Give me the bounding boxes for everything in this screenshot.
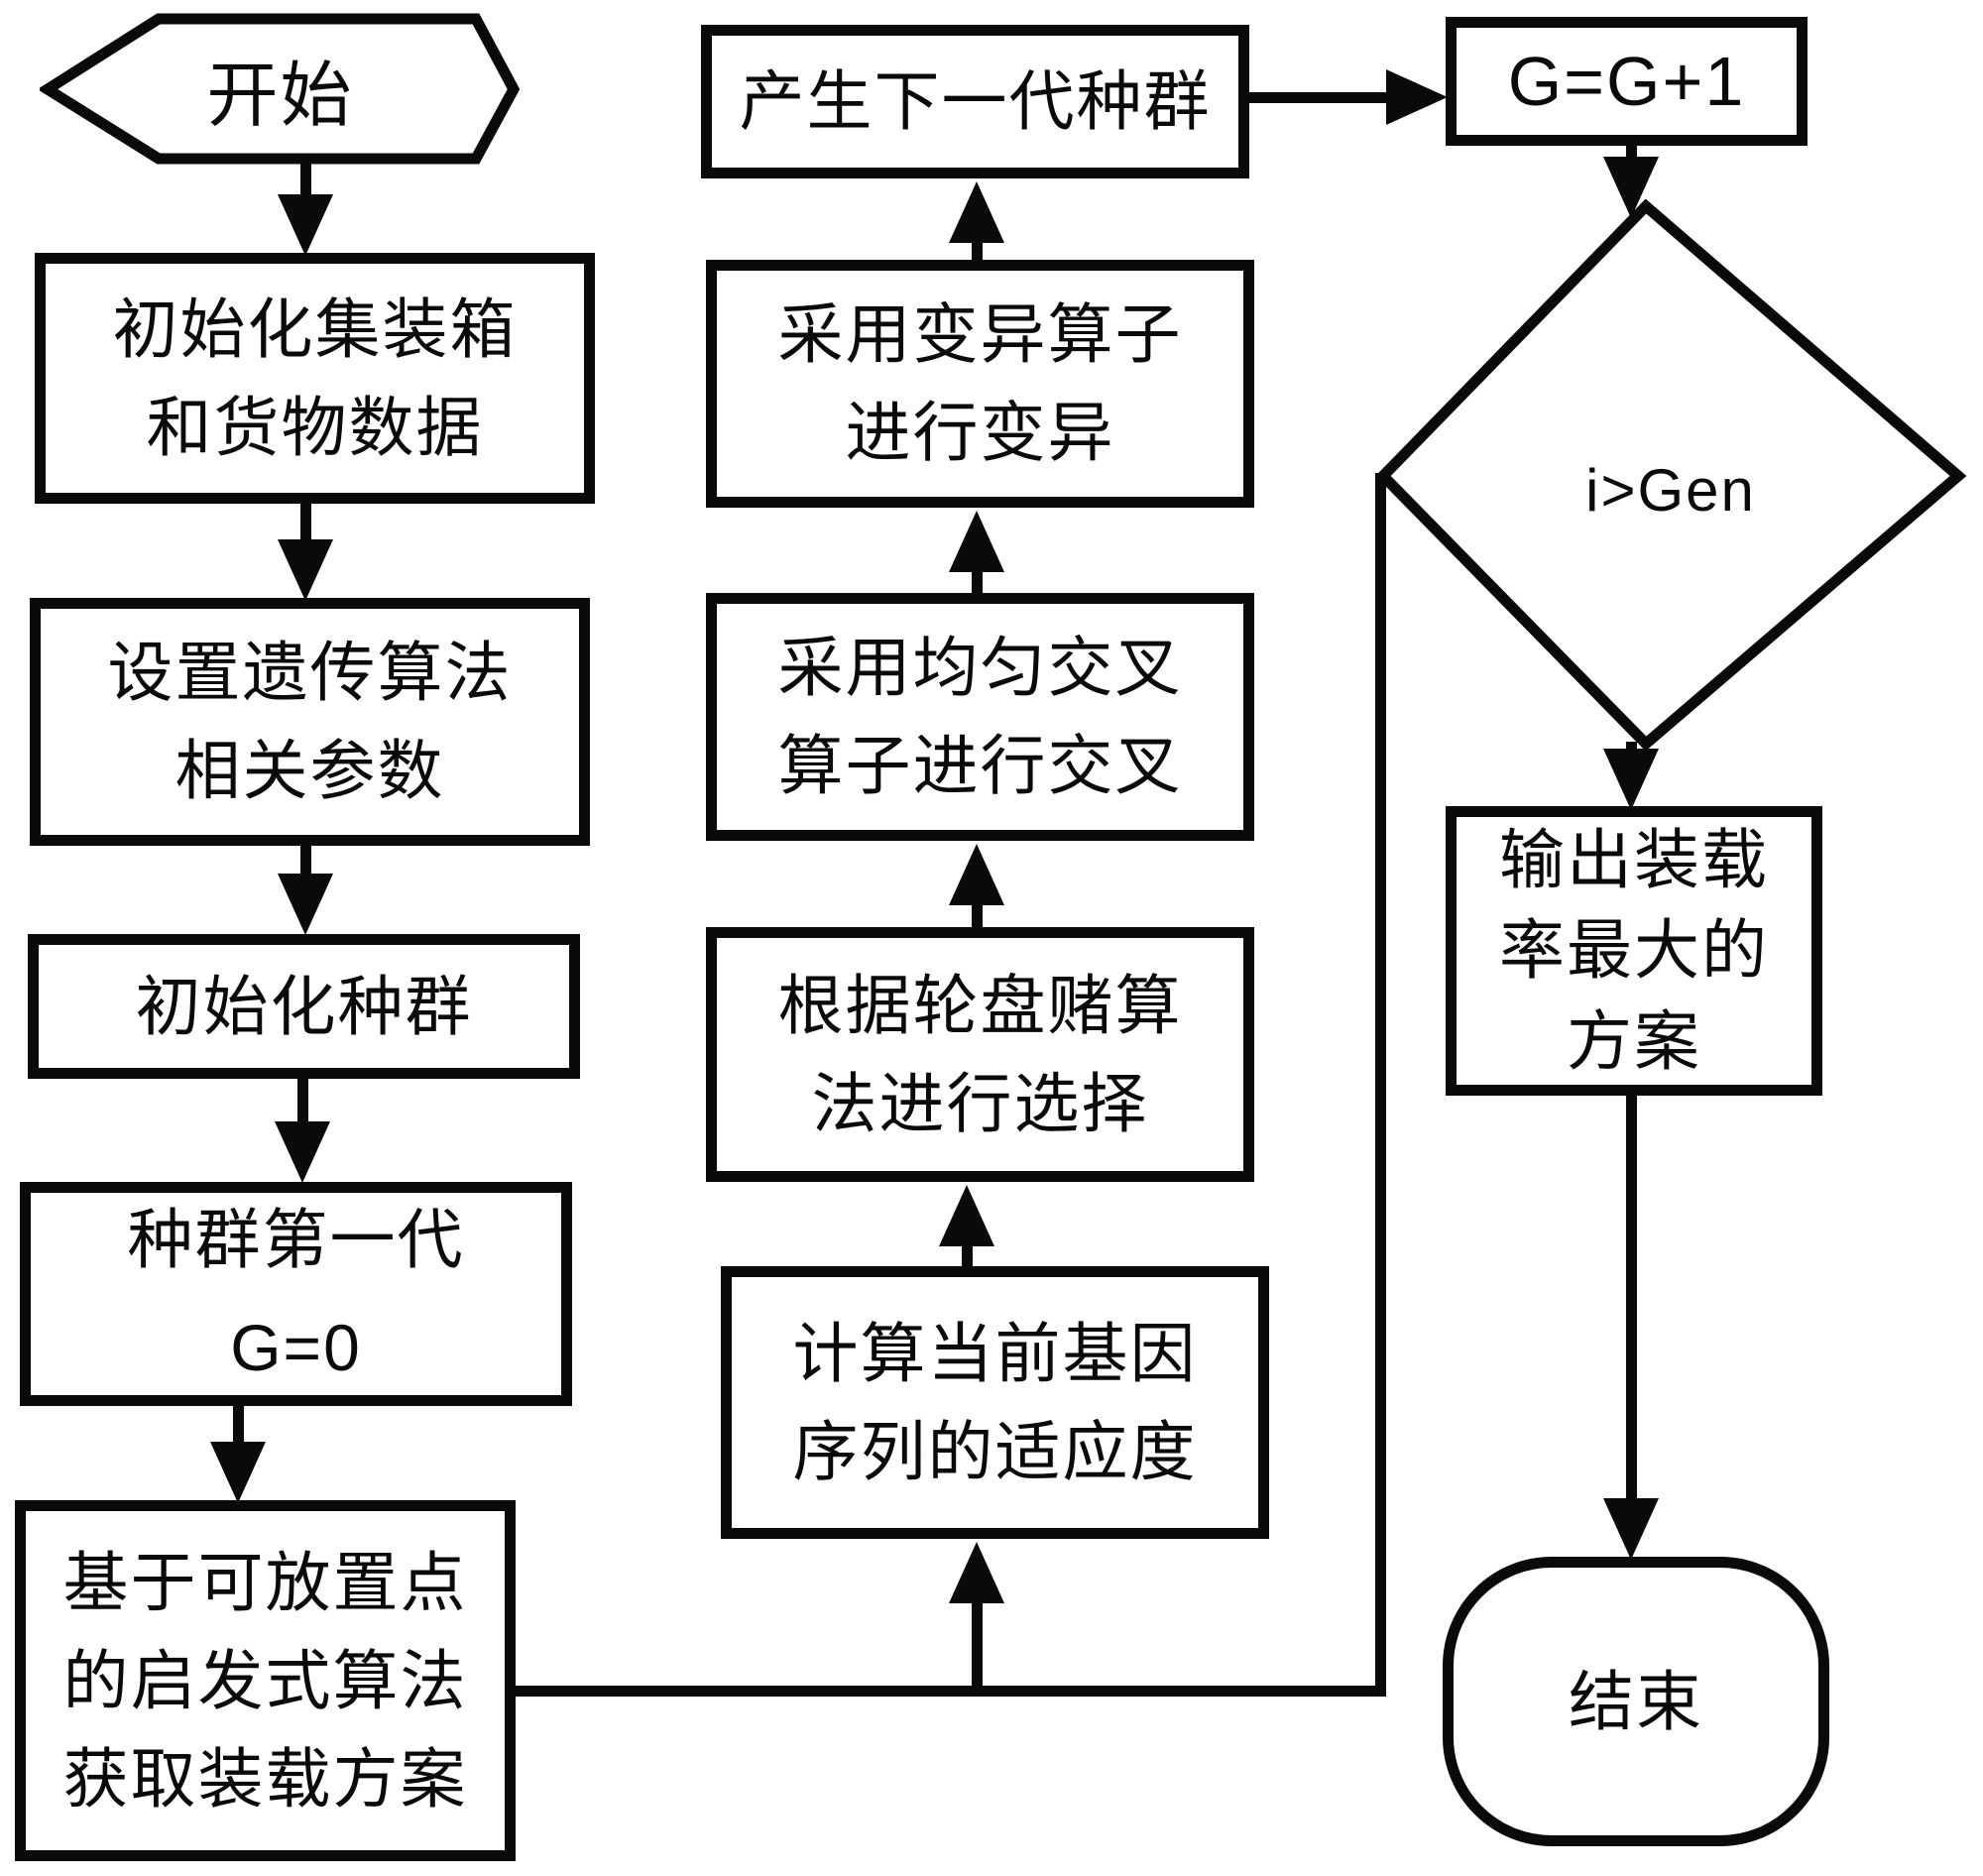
- mutation-label: 采用变异算子 进行变异: [777, 297, 1183, 469]
- fitness-node: 计算当前基因 序列的适应度: [721, 1266, 1269, 1539]
- selection-label: 根据轮盘赌算 法进行选择: [777, 968, 1183, 1140]
- arrow-selection-to-crossover-shaft: [972, 900, 983, 929]
- next-gen-label: 产生下一代种群: [739, 64, 1212, 138]
- init-pop-label: 初始化种群: [135, 969, 473, 1043]
- arrow-next-gen-to-increment-shaft: [1247, 92, 1388, 103]
- decision-label: i>Gen: [1585, 456, 1756, 524]
- arrow-init-data-to-set-params-head: [278, 539, 333, 601]
- arrow-first-gen-to-heuristic-shaft: [233, 1404, 244, 1446]
- arrow-fitness-to-selection-shaft: [962, 1241, 973, 1268]
- set-params-node: 设置遗传算法 相关参数: [30, 598, 590, 846]
- arrow-init-pop-to-first-gen-head: [275, 1121, 330, 1183]
- set-params-label: 设置遗传算法 相关参数: [107, 636, 513, 807]
- heuristic-label: 基于可放置点 的启发式算法 获取装载方案: [62, 1545, 468, 1816]
- end-node: 结束: [1443, 1557, 1829, 1846]
- increment-label: G=G+1: [1507, 42, 1746, 120]
- init-pop-node: 初始化种群: [28, 934, 580, 1079]
- first-gen-label: 种群第一代 G=0: [127, 1203, 465, 1384]
- arrow-loop-to-fitness-head: [949, 1542, 1004, 1603]
- arrow-crossover-to-mutation-shaft: [972, 567, 983, 595]
- end-label: 结束: [1569, 1664, 1703, 1738]
- init-data-label: 初始化集装箱 和货物数据: [112, 292, 518, 464]
- mutation-node: 采用变异算子 进行变异: [706, 260, 1254, 508]
- output-node: 输出装载 率最大的 方案: [1446, 806, 1822, 1096]
- arrow-start-to-init-data-shaft: [300, 163, 311, 200]
- diamond-shape: [1375, 198, 1967, 752]
- arrow-next-gen-to-increment-head: [1386, 69, 1448, 125]
- feedback-horizontal-line: [514, 1686, 1386, 1697]
- arrow-crossover-to-mutation-head: [949, 511, 1004, 572]
- arrow-increment-to-decision-head: [1603, 157, 1659, 218]
- init-data-node: 初始化集装箱 和货物数据: [35, 253, 595, 504]
- feedback-vertical-line: [1375, 473, 1386, 1697]
- arrow-start-to-init-data-head: [278, 194, 333, 256]
- hexagon-shape: [40, 13, 521, 165]
- heuristic-node: 基于可放置点 的启发式算法 获取装载方案: [15, 1500, 516, 1861]
- arrow-output-to-end-shaft: [1626, 1094, 1637, 1500]
- arrow-output-to-end-head: [1603, 1498, 1659, 1560]
- output-label: 输出装载 率最大的 方案: [1499, 823, 1769, 1078]
- decision-node: i>Gen: [1373, 198, 1968, 752]
- first-gen-node: 种群第一代 G=0: [20, 1182, 572, 1406]
- arrow-increment-to-decision-shaft: [1626, 144, 1637, 164]
- selection-node: 根据轮盘赌算 法进行选择: [706, 927, 1254, 1182]
- arrow-loop-to-fitness-shaft: [972, 1598, 983, 1693]
- crossover-node: 采用均匀交叉 算子进行交叉: [706, 593, 1254, 841]
- arrow-mutation-to-next-gen-head: [949, 181, 1004, 243]
- arrow-first-gen-to-heuristic-head: [210, 1442, 266, 1503]
- crossover-label: 采用均匀交叉 算子进行交叉: [777, 631, 1183, 802]
- increment-node: G=G+1: [1446, 17, 1808, 146]
- arrow-fitness-to-selection-head: [939, 1185, 994, 1246]
- arrow-set-params-to-init-pop-head: [278, 874, 333, 935]
- start-node: 开始: [40, 12, 521, 166]
- arrow-init-data-to-set-params-shaft: [300, 502, 311, 543]
- arrow-mutation-to-next-gen-shaft: [972, 238, 983, 262]
- start-label: 开始: [206, 57, 354, 136]
- fitness-label: 计算当前基因 序列的适应度: [792, 1316, 1198, 1488]
- arrow-set-params-to-init-pop-shaft: [300, 844, 311, 878]
- arrow-init-pop-to-first-gen-shaft: [297, 1077, 308, 1124]
- arrow-selection-to-crossover-head: [949, 844, 1004, 905]
- arrow-decision-to-output-head: [1603, 749, 1659, 810]
- next-gen-node: 产生下一代种群: [701, 25, 1249, 178]
